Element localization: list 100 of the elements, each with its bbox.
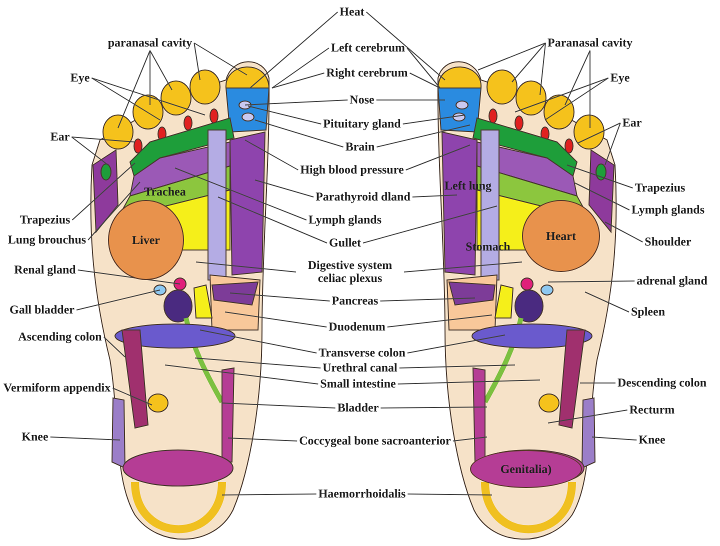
leader-line [248, 106, 322, 124]
part-label: Ascending colon [18, 330, 102, 344]
part-label: Right cerebrum [326, 66, 408, 80]
part-label: Digestive system celiac plexus [298, 259, 402, 285]
leader-line [224, 312, 328, 328]
leader-line [174, 168, 307, 220]
part-label: paranasal cavity [108, 36, 192, 50]
part-label: Ear [50, 130, 70, 144]
leader-line [50, 436, 120, 440]
leader-line [71, 136, 108, 166]
part-label: Gullet [329, 236, 361, 250]
leader-line [244, 100, 348, 106]
leader-line [580, 382, 616, 384]
leader-line [412, 194, 458, 198]
part-label: Eye [70, 72, 90, 84]
leader-line [272, 48, 330, 88]
part-label: Vermiform appendix [3, 382, 111, 394]
leader-line [196, 262, 296, 272]
leader-line [514, 78, 609, 112]
leader-line [194, 42, 248, 76]
leader-line [402, 114, 466, 124]
leader-line [103, 336, 126, 358]
part-label: Nose [350, 94, 374, 106]
part-label: Lymph glands [631, 204, 705, 216]
part-label: Haemorrhoidalis [318, 488, 406, 500]
part-label: Trapezius [634, 182, 686, 194]
leader-line [218, 196, 328, 244]
leader-line [398, 364, 516, 368]
leader-line [404, 262, 522, 272]
leader-line [77, 270, 180, 284]
part-label: Trapezius [20, 214, 70, 226]
part-label: Shoulder [644, 236, 692, 248]
part-label: Small intestine [320, 378, 396, 390]
leader-line [222, 494, 317, 496]
leader-line [164, 364, 319, 384]
part-label: Duodenum [328, 320, 386, 334]
leader-line [584, 292, 630, 312]
leader-line [386, 314, 492, 328]
part-label: Transverse colon [318, 346, 406, 360]
leader-line [512, 42, 546, 82]
leader-line [228, 438, 298, 442]
leader-line [254, 180, 314, 198]
part-label: Lymph glands [308, 214, 382, 226]
leader-line [380, 298, 476, 302]
leader-line [194, 358, 322, 368]
leader-line [376, 124, 470, 148]
leader-line [76, 290, 160, 310]
leader-line [366, 12, 446, 80]
part-label: Lung brouchus [8, 234, 86, 246]
part-label: Ear [622, 116, 642, 130]
leader-line [564, 50, 590, 106]
part-label: Descending colon [618, 376, 706, 390]
leader-line [406, 334, 506, 354]
part-label: Coccygeal bone sacroanterior [299, 434, 451, 448]
part-label: Left cerebrum [330, 42, 406, 54]
leader-line [250, 12, 338, 88]
part-label: Parathyroid dland [316, 190, 410, 204]
part-label: Bladder [337, 402, 379, 414]
part-label: Spleen [631, 306, 665, 318]
leader-line [478, 42, 546, 70]
part-label: adrenal gland [636, 274, 708, 288]
leader-line [544, 78, 609, 120]
leader-line [592, 436, 638, 440]
leader-line [194, 42, 200, 80]
leader-line [91, 78, 206, 116]
leader-line [222, 402, 336, 408]
part-label: Pituitary gland [323, 118, 401, 130]
part-label: Knee [22, 430, 48, 444]
leader-line [244, 140, 299, 170]
leader-line [578, 122, 621, 144]
leader-line [604, 122, 621, 166]
leader-line [150, 50, 172, 90]
leader-line [112, 388, 152, 406]
part-label: Renal gland [14, 264, 76, 276]
leader-line [362, 206, 498, 244]
leader-line [409, 72, 440, 88]
leader-line [406, 48, 440, 88]
leader-line [405, 144, 470, 170]
leader-line [452, 436, 488, 442]
leader-line [380, 406, 488, 408]
part-label: Knee [638, 434, 666, 446]
part-label: Urethral canal [322, 362, 398, 374]
leader-line [407, 494, 492, 496]
leader-line [254, 120, 344, 148]
part-label: Gall bladder [10, 304, 74, 316]
leader-line [540, 42, 546, 96]
part-label: Brain [345, 140, 375, 154]
leader-line [71, 136, 136, 142]
leader-line [230, 292, 330, 302]
leader-line [397, 380, 540, 384]
leader-line [72, 162, 136, 220]
part-label: Trachea [144, 186, 186, 198]
part-label: High blood pressure [300, 164, 404, 176]
leader-line [200, 330, 318, 354]
leader-line [272, 72, 325, 88]
leader-line [604, 222, 644, 242]
leader-line [548, 280, 636, 282]
leader-line [566, 164, 634, 188]
part-label: Heat [340, 6, 364, 18]
part-label: Left lung [444, 180, 492, 192]
